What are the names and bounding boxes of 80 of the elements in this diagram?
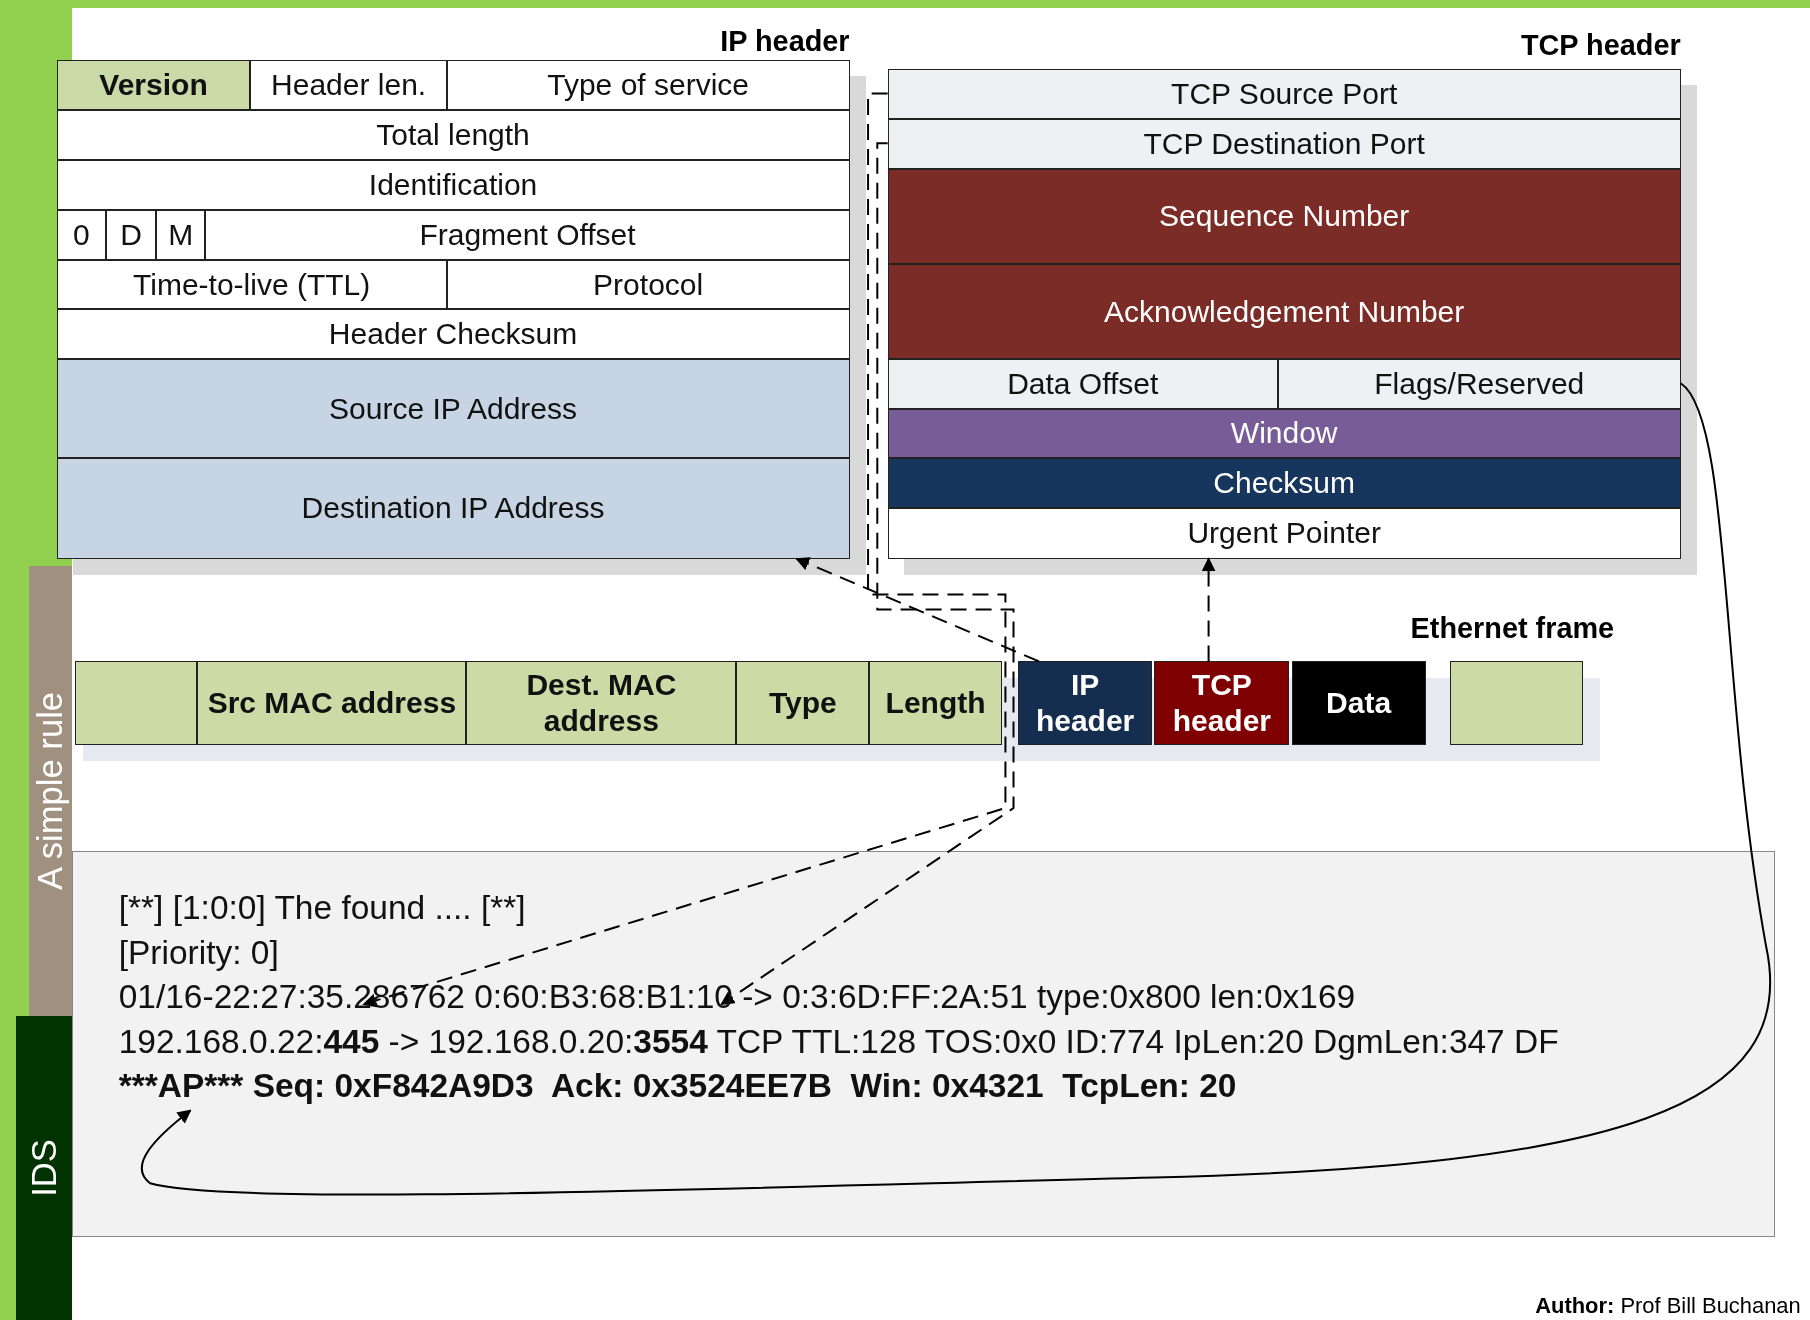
- section-tab: [28, 565, 72, 1016]
- field-label: Version: [99, 66, 208, 103]
- field-label: Protocol: [593, 266, 704, 303]
- header-field: [1291, 661, 1426, 745]
- arrow: [720, 142, 1015, 1006]
- arrow: [362, 92, 1007, 1008]
- field-label: 0: [73, 216, 90, 253]
- header-field: [56, 309, 850, 359]
- field-label: TCP header: [1171, 666, 1273, 739]
- log-line: 192.168.0.22:445 -> 192.168.0.20:3554 TCP TTL:128 TOS:0x0 ID:774 IpLen:20 DgmLen:347 DF: [118, 1021, 1559, 1062]
- field-label: Src MAC address: [207, 684, 457, 721]
- field-label: Data: [1326, 684, 1392, 721]
- header-field: [56, 359, 850, 459]
- header-field: [887, 408, 1681, 459]
- field-label: Checksum: [1213, 465, 1356, 502]
- header-field: [446, 259, 850, 310]
- header-field: [887, 458, 1681, 508]
- header-field: [56, 458, 850, 559]
- arrow: [140, 382, 1772, 1196]
- header-field: [466, 661, 737, 745]
- field-label: Destination IP Address: [301, 490, 605, 527]
- field-label: Urgent Pointer: [1187, 515, 1381, 552]
- field-label: Header Checksum: [328, 316, 578, 353]
- header-field: [1277, 358, 1681, 409]
- log-panel: [71, 850, 1776, 1238]
- header-field: [887, 358, 1278, 409]
- tab-label: IDS: [24, 1139, 64, 1198]
- log-line: [Priority: 0]: [118, 932, 279, 973]
- field-label: Type of service: [547, 66, 750, 103]
- field-label: Acknowledgement Number: [1104, 293, 1465, 330]
- header-field: [56, 160, 850, 211]
- field-label: Fragment Offset: [419, 216, 636, 253]
- section-tab: [16, 1015, 72, 1320]
- header-field: [56, 60, 251, 110]
- tab-label: A simple rule: [30, 691, 70, 890]
- field-label: Identification: [368, 167, 538, 204]
- field-label: Header len.: [271, 66, 427, 103]
- log-line: [**] [1:0:0] The found .... [**]: [118, 888, 526, 929]
- header-field: [56, 109, 850, 161]
- field-label: Window: [1230, 415, 1338, 452]
- field-label: Time-to-live (TTL): [133, 266, 371, 303]
- field-label: Sequence Number: [1159, 198, 1410, 235]
- field-label: Dest. MAC address: [525, 666, 678, 739]
- header-field: [446, 60, 850, 110]
- author-credit: Author: Prof Bill Buchanan: [1535, 1292, 1801, 1319]
- log-line: ***AP*** Seq: 0xF842A9D3 Ack: 0x3524EE7B Win: 0x4321 TcpLen: 20: [118, 1066, 1237, 1107]
- frame-field: [1449, 661, 1583, 745]
- field-label: Length: [885, 684, 986, 721]
- header-field: [869, 661, 1002, 745]
- frame-field: [75, 661, 198, 745]
- frame-title: Ethernet frame: [1410, 611, 1615, 645]
- field-label: Flags/Reserved: [1374, 365, 1585, 402]
- header-field: [887, 264, 1681, 359]
- field-label: D: [120, 216, 142, 253]
- field-label: M: [168, 216, 194, 253]
- header-field: [56, 259, 447, 310]
- header-field: [56, 210, 107, 260]
- field-label: TCP Source Port: [1171, 76, 1398, 113]
- header-field: [197, 661, 467, 745]
- field-label: Data Offset: [1007, 365, 1159, 402]
- header-field: [1018, 661, 1152, 745]
- header-field: [887, 507, 1681, 559]
- field-label: IP header: [1034, 666, 1136, 739]
- arrow: [1201, 557, 1216, 663]
- header-field: [205, 210, 850, 260]
- field-label: Total length: [376, 117, 530, 154]
- header-field: [250, 60, 447, 110]
- header-field: [106, 210, 156, 260]
- table-title: TCP header: [1520, 28, 1681, 62]
- header-field: [736, 661, 870, 745]
- field-label: TCP Destination Port: [1143, 125, 1425, 162]
- header-field: [1154, 661, 1290, 745]
- header-field: [155, 210, 206, 260]
- header-field: [887, 118, 1681, 169]
- header-field: [887, 69, 1681, 119]
- field-label: Source IP Address: [329, 390, 578, 427]
- header-field: [887, 168, 1681, 265]
- arrow: [795, 557, 1040, 663]
- field-label: Type: [768, 684, 837, 721]
- table-title: IP header: [720, 25, 850, 59]
